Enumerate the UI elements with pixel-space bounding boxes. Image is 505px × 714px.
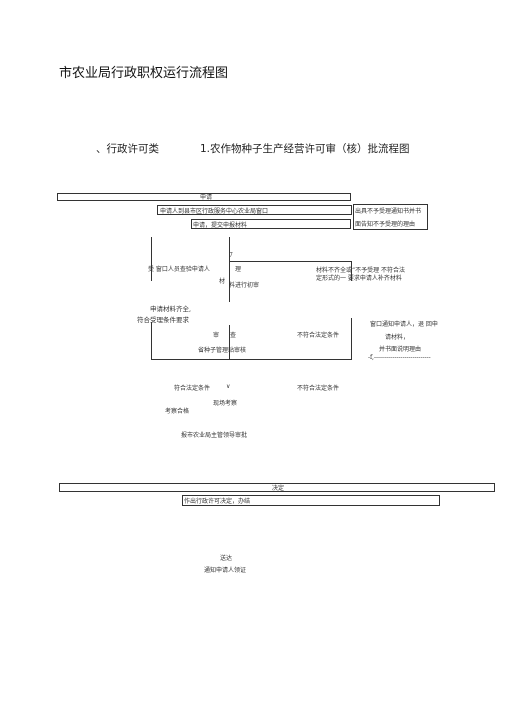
pass-legal-label: 符合法定条件 [174, 385, 211, 392]
notify-dashes: -f,---------------------------- [368, 354, 431, 361]
fail-legal-label-1: 不符合法定条件 [297, 332, 340, 339]
inspect-label: 现场考察 [213, 400, 238, 407]
accept-label-d: 料进行初审 [229, 282, 260, 289]
incomplete-line2: 定形式的一 要求申请人补齐材料 [316, 275, 402, 282]
apply-step2-label: 申请，提交申报材料 [193, 222, 248, 229]
apply-step1-label: 申请人到县市区行政服务中心农业局窗口 [160, 208, 269, 215]
apply-step1-box [157, 205, 352, 215]
complete-line2: 符合受理条件要求 [137, 316, 189, 324]
flow-title: 1.农作物种子生产经营许可审（核）批流程图 [200, 143, 410, 155]
accept-label-b: 理 [235, 266, 242, 273]
review-label-a: 审 [213, 332, 220, 339]
decision-header-label: 决定 [272, 485, 285, 492]
notify-line2: 请材料， [385, 334, 410, 341]
notify-line1: 窗口通知申请人，退 回申 [370, 321, 438, 328]
decision-step-label: 作出行政许可决定，办结 [184, 498, 251, 505]
decision-header-box [59, 483, 495, 492]
review-center-line [229, 325, 230, 359]
review-right-line [351, 318, 352, 360]
main-left-line-upper [151, 237, 152, 281]
document-title: 市农业局行政职权运行流程图 [59, 66, 229, 81]
accept-label-a: 受 窗口人员查验申请人 [148, 266, 210, 273]
deliver-label: 送达 [220, 555, 233, 562]
accept-top-line [229, 261, 352, 262]
review-left-line [151, 322, 152, 360]
reject-line2: 面告知不予受理的理由 [355, 221, 416, 228]
reject-box [353, 204, 428, 230]
reject-line1: 出具不予受理通知书并书 [355, 208, 422, 215]
inspect-pass-label: 考察合格 [165, 408, 190, 415]
accept-right-line [351, 261, 352, 281]
mark-small: ∨ [226, 383, 231, 390]
report-label: 报市农业局主管领导审批 [181, 432, 248, 439]
apply-step2-box [191, 219, 351, 229]
review-label-b: 查 [230, 332, 237, 339]
mark-7: 7 [229, 252, 233, 259]
review-label-c: 省种子管理站审核 [198, 347, 247, 354]
section-label: 、行政许可类 [96, 143, 159, 155]
complete-line1: 申请材料齐全, [150, 305, 192, 313]
fail-legal-label-2: 不符合法定条件 [297, 385, 340, 392]
decision-step-box [182, 495, 440, 506]
deliver-step-label: 通知申请人领证 [204, 567, 247, 574]
incomplete-line1: 材料不齐全或“不予受理 不符合法 [316, 267, 405, 274]
review-bottom-line [151, 359, 351, 360]
accept-label-c: 材 [219, 278, 226, 285]
apply-header-label: 申请 [200, 194, 213, 201]
notify-line3: 并书面说明理由 [379, 346, 422, 353]
main-center-line-upper [229, 237, 230, 302]
apply-header-box [57, 193, 351, 201]
